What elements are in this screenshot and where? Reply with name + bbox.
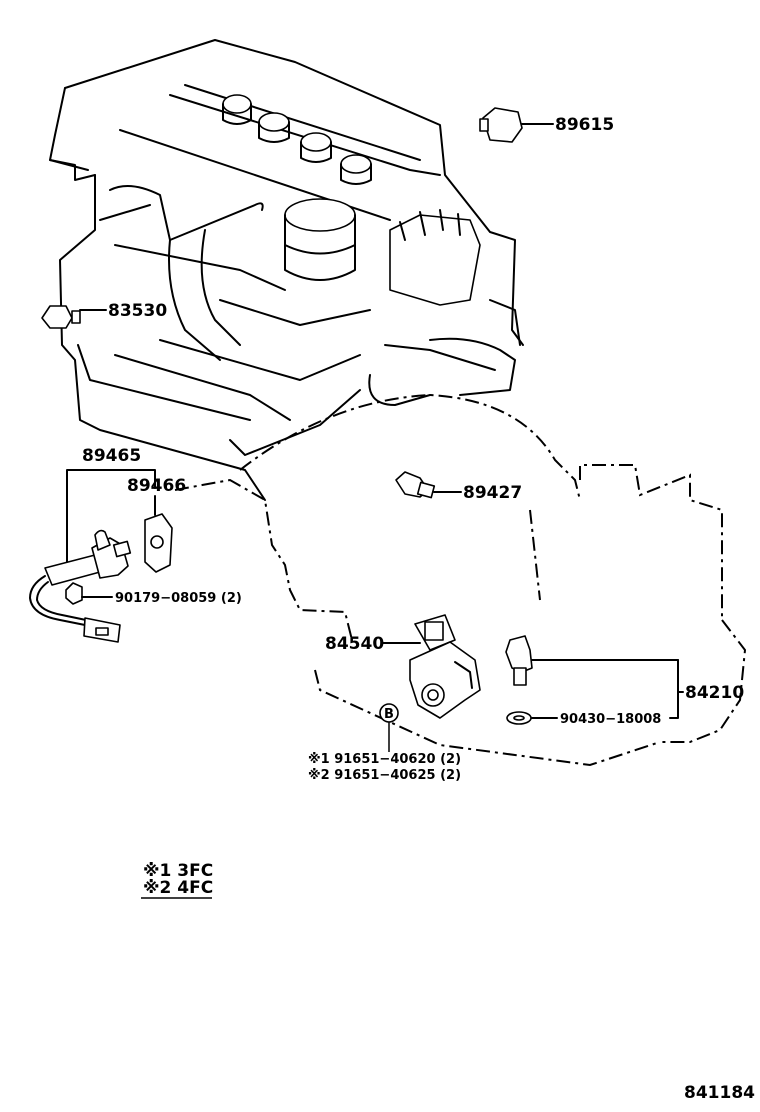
legend-line-1: ※1 3FC xyxy=(143,861,213,881)
part-90179-nut[interactable] xyxy=(65,582,113,605)
part-89466-gasket[interactable] xyxy=(144,513,173,573)
label-83530: 83530 xyxy=(108,301,167,321)
figure-code: 841184 xyxy=(684,1083,755,1103)
label-84540: 84540 xyxy=(325,634,384,654)
legend: ※1 3FC ※2 4FC xyxy=(141,861,213,899)
legend-line-2: ※2 4FC xyxy=(143,878,213,898)
engine-outline xyxy=(49,39,524,501)
leader-84210 xyxy=(669,659,679,719)
label-90430: 90430−18008 xyxy=(560,712,661,727)
label-84210: 84210 xyxy=(685,683,744,703)
spark-plug-tubes xyxy=(222,94,372,185)
label-89427: 89427 xyxy=(463,483,522,503)
part-90430-gasket[interactable] xyxy=(506,711,558,725)
part-84540-neutral-start-switch[interactable] xyxy=(409,614,481,719)
part-89615-sensor[interactable] xyxy=(479,107,554,143)
label-89615: 89615 xyxy=(555,115,614,135)
marker-b-letter: B xyxy=(384,707,394,722)
transmission-outline xyxy=(174,393,747,767)
part-84210-switch[interactable] xyxy=(505,635,679,686)
label-89465: 89465 xyxy=(82,446,141,466)
label-89466: 89466 xyxy=(127,476,186,496)
label-90179: 90179−08059 (2) xyxy=(115,591,242,606)
part-89427-sensor[interactable] xyxy=(395,471,462,499)
leader-89465 xyxy=(66,469,156,571)
bolt-marker-b[interactable]: B xyxy=(379,703,399,723)
part-89465-oxygen-sensor[interactable] xyxy=(29,529,132,643)
bolt-note-2: ※2 91651−40625 (2) xyxy=(308,768,461,783)
part-83530-switch[interactable] xyxy=(41,305,107,329)
bolt-note-1: ※1 91651−40620 (2) xyxy=(308,752,461,767)
